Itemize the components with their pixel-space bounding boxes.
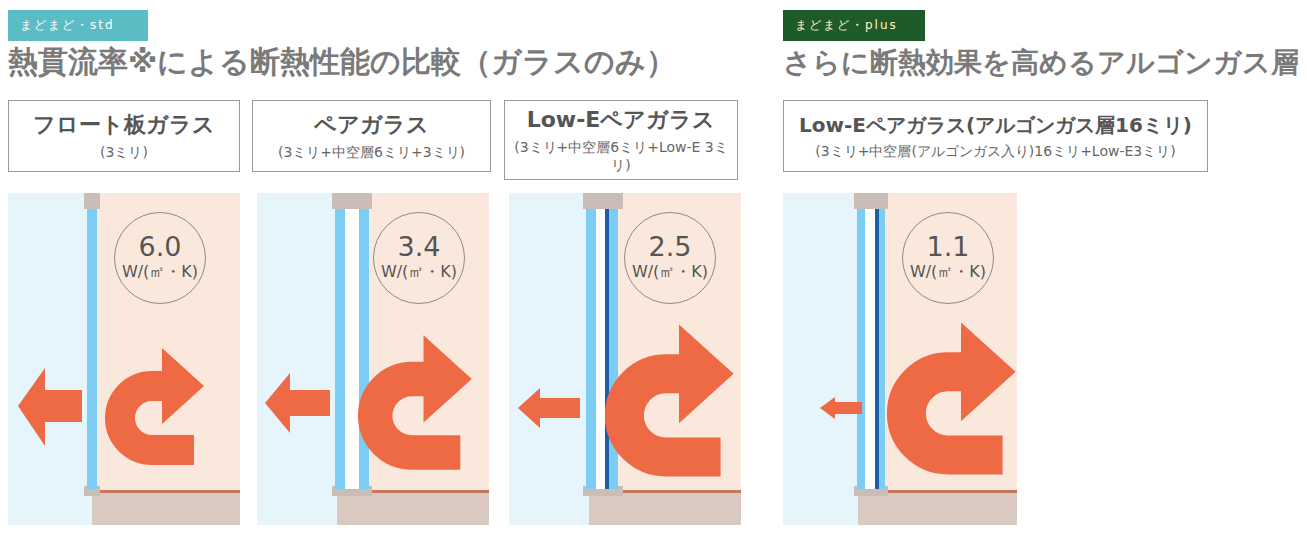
node-detail: (3ミリ+中空層6ミリ+Low-E 3ミリ) <box>509 139 733 175</box>
panel-pair <box>257 193 489 525</box>
heading: 熱貫流率※による断熱性能の比較（ガラスのみ） <box>8 42 676 83</box>
u-value-circle: 6.0W/(㎡・K) <box>114 212 206 304</box>
node-detail: W/(㎡・K) <box>910 262 986 283</box>
series-tag: まどまど・plus <box>783 10 925 41</box>
node-detail: W/(㎡・K) <box>122 262 198 283</box>
node-detail: (3ミリ+中空層(アルゴンガス入り)16ミリ+Low-E3ミリ) <box>815 143 1175 161</box>
node-title: ペアガラス <box>314 110 429 140</box>
glass-type-box: ペアガラス (3ミリ+中空層6ミリ+3ミリ) <box>252 100 491 172</box>
node-detail: W/(㎡・K) <box>632 262 708 283</box>
node-title: 6.0 <box>139 233 182 261</box>
u-value-circle: 1.1W/(㎡・K) <box>902 212 994 304</box>
node-detail: W/(㎡・K) <box>381 262 457 283</box>
panel-float <box>8 193 240 525</box>
node-detail: (3ミリ) <box>100 144 148 162</box>
node-title: Low-Eペアガラス <box>527 105 716 135</box>
node-title: 1.1 <box>927 233 970 261</box>
node-title: Low-Eペアガラス(アルゴンガス層16ミリ) <box>799 112 1192 139</box>
u-value-circle: 3.4W/(㎡・K) <box>373 212 465 304</box>
node-detail: (3ミリ+中空層6ミリ+3ミリ) <box>278 144 465 162</box>
node-title: フロート板ガラス <box>33 110 215 140</box>
glass-type-box: Low-Eペアガラス (3ミリ+中空層6ミリ+Low-E 3ミリ) <box>504 100 738 180</box>
node-title: まどまど・std <box>20 17 115 34</box>
panel-argon <box>783 193 1017 525</box>
series-tag: まどまど・std <box>8 10 148 41</box>
node-title: まどまど・plus <box>795 17 898 34</box>
heading: さらに断熱効果を高めるアルゴンガス層 <box>783 44 1299 82</box>
u-value-circle: 2.5W/(㎡・K) <box>624 212 716 304</box>
panel-lowe <box>509 193 741 525</box>
node-title: 3.4 <box>398 233 441 261</box>
glass-type-box: フロート板ガラス (3ミリ) <box>8 100 240 172</box>
node-title: 2.5 <box>649 233 692 261</box>
glass-type-box: Low-Eペアガラス(アルゴンガス層16ミリ) (3ミリ+中空層(アルゴンガス入り… <box>783 100 1208 172</box>
